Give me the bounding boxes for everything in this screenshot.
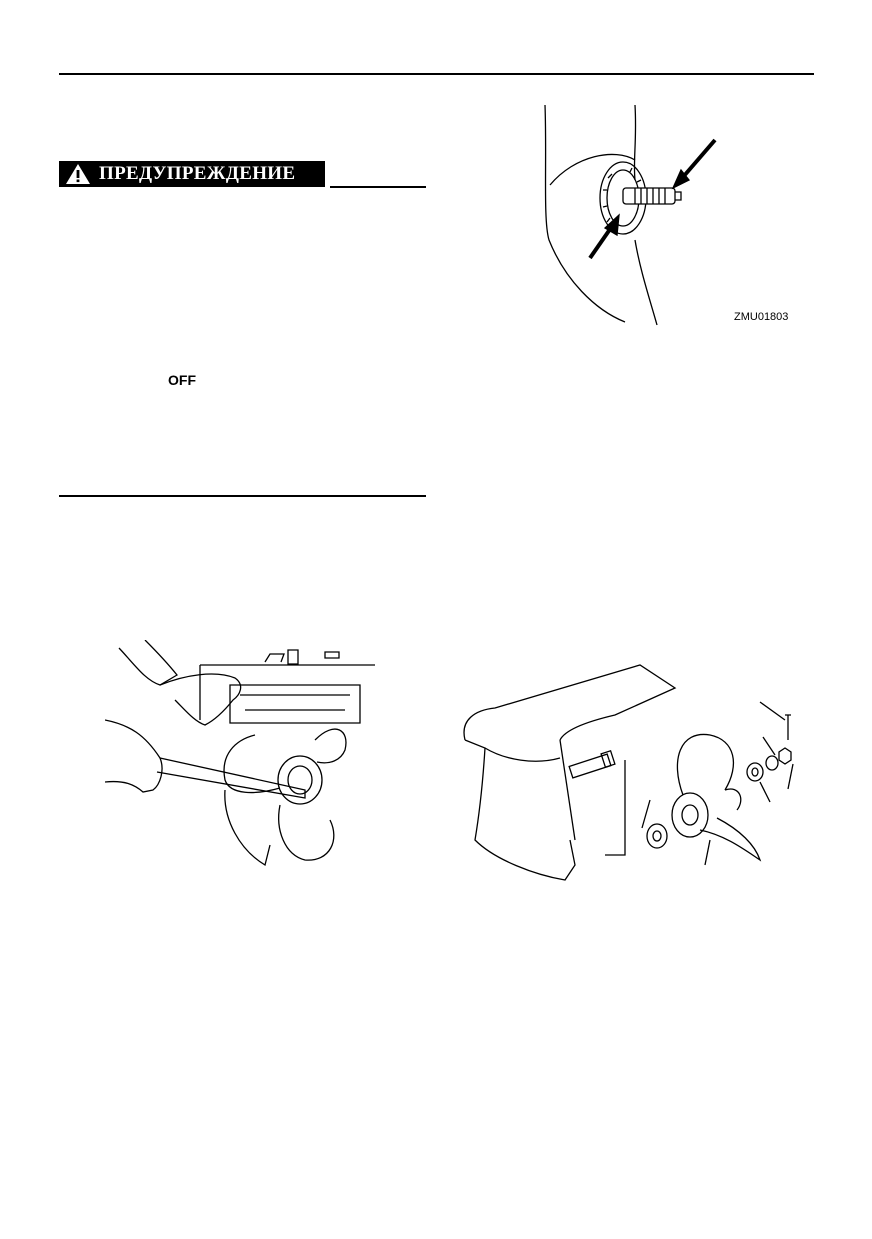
figure-code: ZMU01803 xyxy=(734,311,789,323)
off-label: OFF xyxy=(168,372,196,388)
shaft-figure xyxy=(535,100,735,330)
warning-underline xyxy=(330,186,426,188)
warning-banner: ПРЕДУПРЕЖДЕНИЕ xyxy=(59,161,325,187)
exploded-view-figure xyxy=(455,660,815,885)
warning-title: ПРЕДУПРЕЖДЕНИЕ xyxy=(99,163,296,184)
warning-triangle-icon xyxy=(66,164,90,184)
warning-end-rule xyxy=(59,495,426,497)
removal-figure xyxy=(105,640,375,870)
page-top-rule xyxy=(59,73,814,75)
